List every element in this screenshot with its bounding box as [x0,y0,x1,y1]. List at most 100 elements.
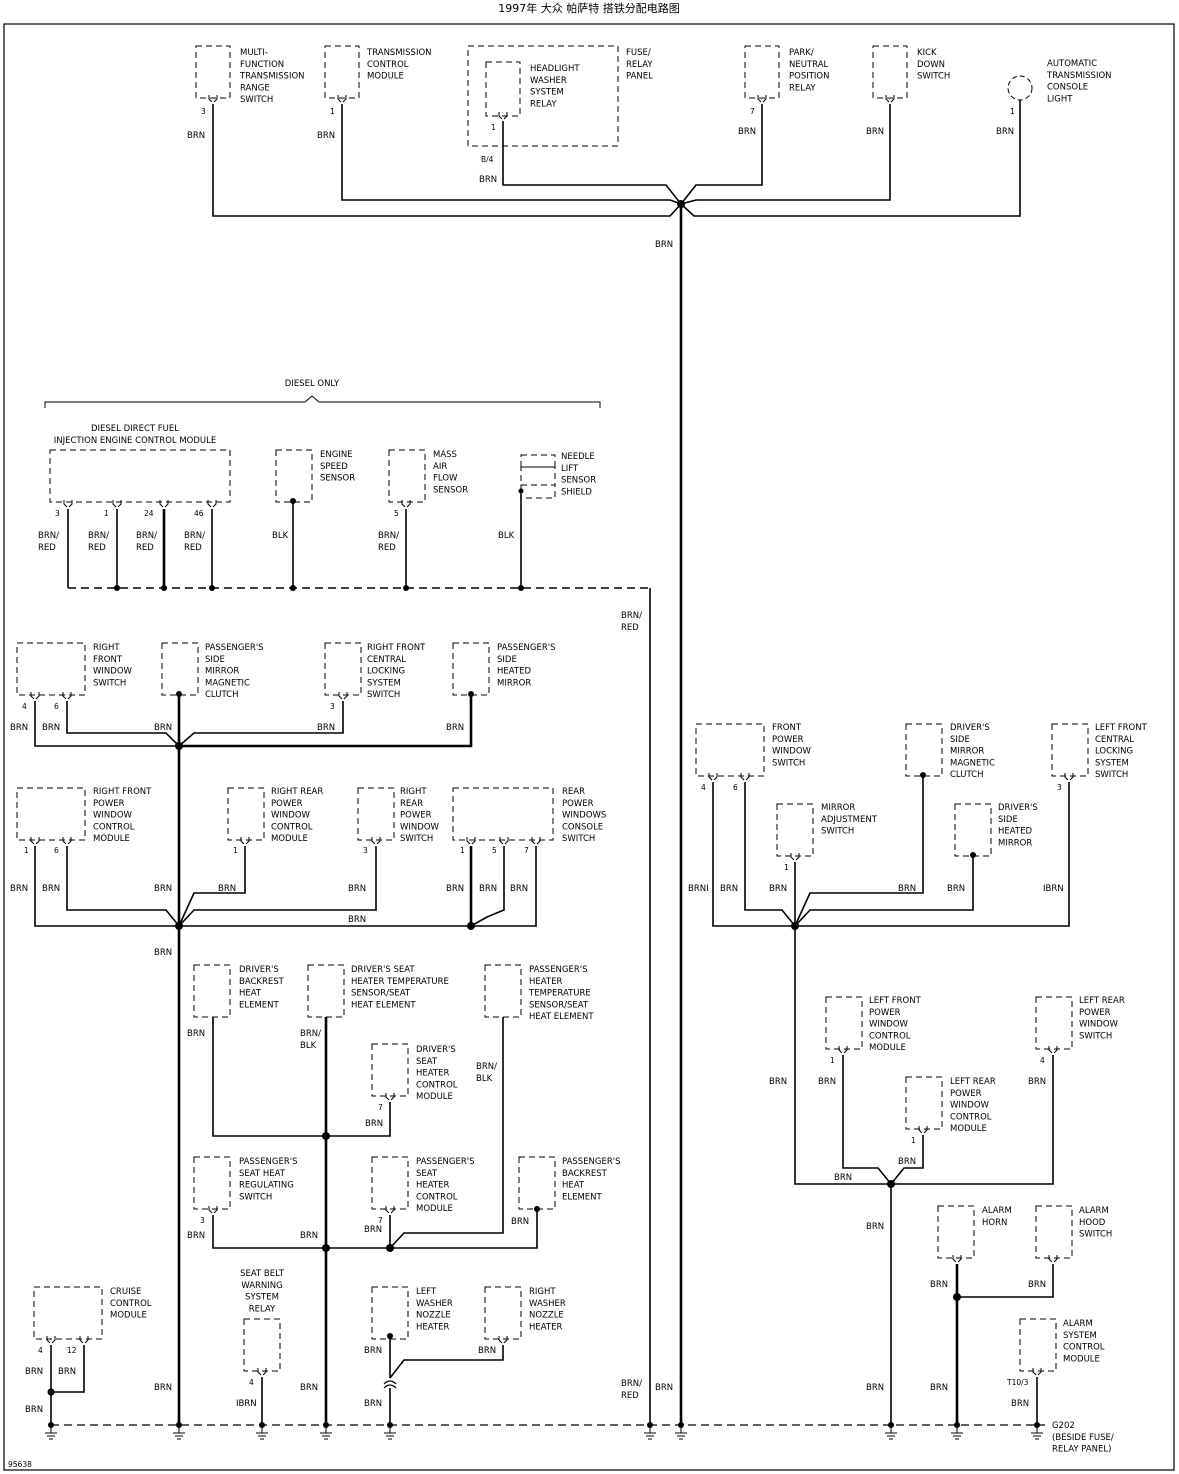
wire-label-pshcm: BRN [364,1225,382,1235]
box-ecm [49,449,231,503]
splice-dot [888,1422,894,1428]
connector-pin [112,500,122,508]
ground-symbol [384,1427,396,1440]
wire-label-ecm-24: BRN/RED [136,531,157,553]
wire [389,1345,504,1379]
label-g202: G202(BESIDE FUSE/RELAY PANEL) [1052,1421,1114,1455]
wire-label-right-main-3: BRN [866,1383,884,1393]
splice-dot [387,1422,393,1428]
connector-pin [208,95,218,103]
splice-dot [1034,1422,1040,1428]
wire-label-ah: BRN [930,1280,948,1290]
connector-pin [885,95,895,103]
connector-pin [385,1206,395,1214]
connector-pin [1048,1255,1058,1263]
wire-label-rpwcs-5: BRN [479,884,497,894]
wire [794,855,974,927]
ground-symbol [45,1427,57,1440]
wire [957,1264,1054,1298]
box-mas [776,803,814,857]
pin-fpws-4: 4 [701,783,706,792]
connector-pin [838,1046,848,1054]
pin-rpwcs-5: 5 [492,846,497,855]
box-rpwcs [452,787,554,841]
wire-label-nozzle: BRN [364,1399,382,1409]
connector-pin [338,692,348,700]
wire [891,1055,1054,1185]
wire [341,104,682,205]
splice-dot [322,1132,330,1140]
wire [470,846,505,927]
wire [712,782,795,927]
box-maf [388,449,426,503]
box-pshrs [193,1156,231,1210]
wire-label-seat-main: BRN [300,1383,318,1393]
pin-lrpws: 4 [1040,1056,1045,1065]
wire-label-rfpwcm-1: BRN [10,884,28,894]
wire-label-main-left-1: BRN [154,884,172,894]
connector-pin [918,1126,928,1134]
splice-dot [114,585,120,591]
wire-label-psht: BRN/BLK [476,1062,497,1084]
wire-label-ecm-46: BRN/RED [184,531,205,553]
splice-dot [678,1422,684,1428]
box-lfpwcm [825,996,863,1050]
pin-rfws-4: 4 [22,702,27,711]
wire-label-main-bottom: BRN [655,1383,673,1393]
box-ess [275,449,313,503]
box-fpws [695,723,765,777]
frame-border [3,23,1175,1471]
wire [680,104,891,205]
connector-pin [498,112,508,120]
wire-label-rrpwcm: BRN [218,884,236,894]
pin-frp-b4: B/4 [481,155,494,164]
box-rfpwcm [16,787,86,841]
wire-label-alarm-main: BRN [930,1383,948,1393]
wire-label-maf: BRN/RED [378,531,399,553]
connector-pin [1032,1368,1042,1376]
box-frp [467,45,619,147]
box-rfcls [324,642,362,696]
box-hwsr [485,61,521,117]
box-pshm [452,642,490,696]
connector-pin [708,773,718,781]
wire-label-ahs: BRN [1028,1280,1046,1290]
wire-label-ccm-12: BRN [58,1367,76,1377]
splice-dot [48,1422,54,1428]
wire [795,782,1070,927]
wire [212,104,682,217]
wire-label-ccm-4: BRN [25,1367,43,1377]
connector-pin [30,692,40,700]
figure-id: 95638 [8,1460,32,1469]
connector-pin [740,773,750,781]
pin-ascm: T10/3 [1006,1378,1029,1387]
pin-hwsr: 1 [491,123,496,132]
box-rrpwcm [227,787,265,841]
pin-ecm-1: 1 [104,509,109,518]
ground-symbol [951,1427,963,1440]
splice-dot [386,1244,394,1252]
box-ascm [1019,1318,1057,1372]
box-rfws [16,642,86,696]
box-lrpwcm [905,1076,943,1130]
box-lwnh [371,1286,409,1340]
wire-label-kds: BRN [866,127,884,137]
wire [842,1055,892,1185]
ground-symbol [675,1427,687,1440]
wire [890,1135,924,1185]
ground-symbol [885,1427,897,1440]
